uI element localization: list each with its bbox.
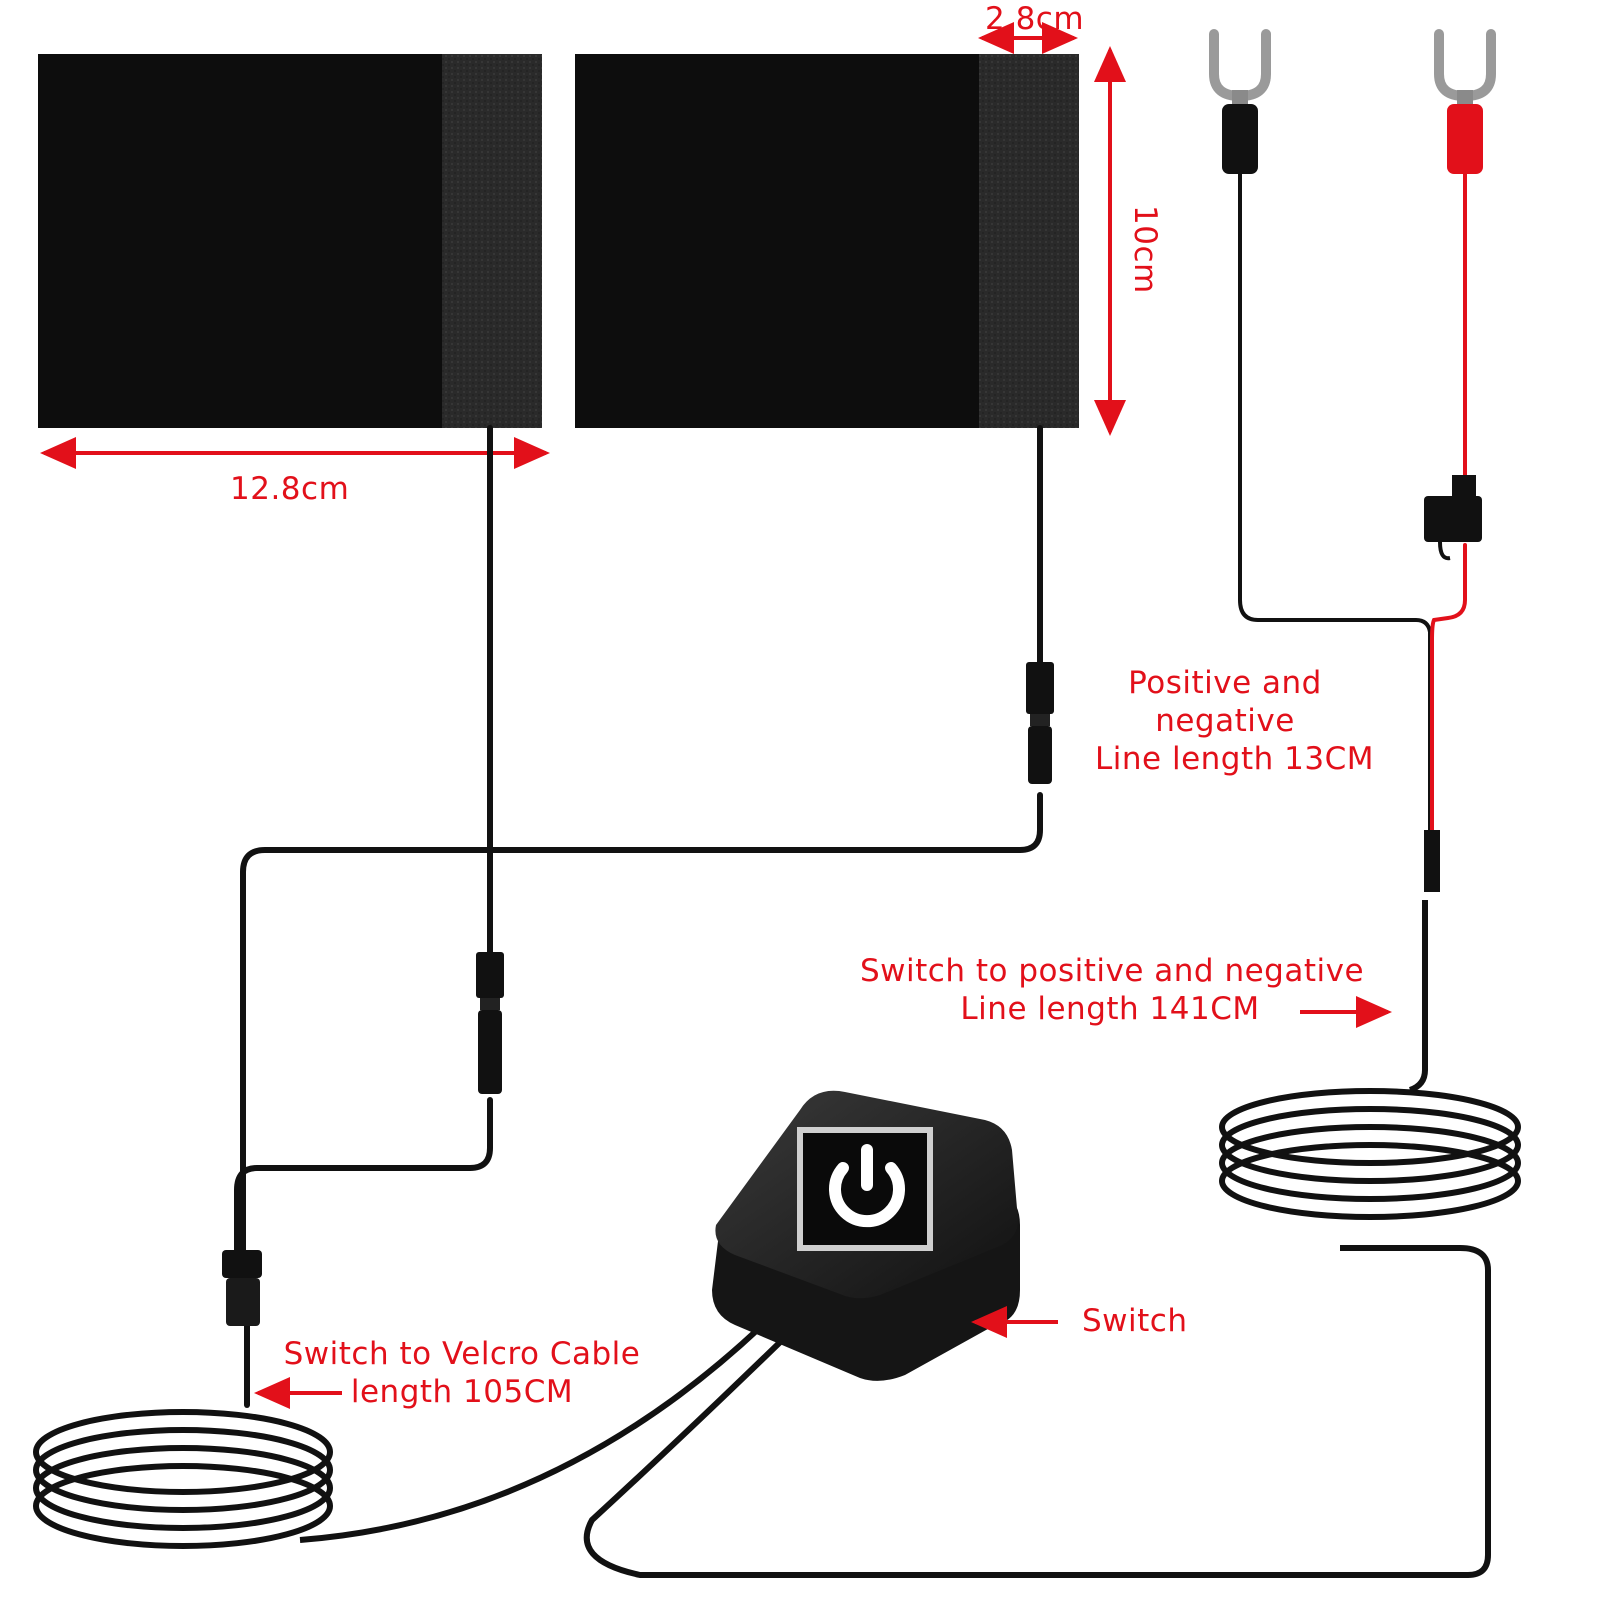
lead-junction-sleeve xyxy=(1424,830,1440,892)
cable-coil-left-to-switch xyxy=(299,1315,773,1543)
cable-switch-to-coil-right xyxy=(583,1245,1491,1578)
dimension-label-width: 12.8cm xyxy=(230,471,350,507)
heating-pad-right xyxy=(575,54,1079,428)
pad-cables xyxy=(234,425,1043,1408)
power-icon xyxy=(829,1144,905,1228)
velcro-strip-left xyxy=(442,54,542,428)
callout-positive-negative-short: Positive and negative Line length 13CM xyxy=(1095,665,1374,777)
cable-coil-right xyxy=(1219,1088,1521,1220)
callout-switch-to-power: Switch to positive and negative Line len… xyxy=(860,953,1365,1027)
inline-fuse-holder xyxy=(1424,475,1482,561)
y-splitter xyxy=(222,1250,262,1326)
cable-coil-right-to-splitter xyxy=(1408,900,1428,1093)
velcro-strip-right xyxy=(979,54,1079,428)
dimension-label-height: 10cm xyxy=(1127,205,1163,294)
dimension-label-strip: 2.8cm xyxy=(985,1,1085,37)
cable-coil-left xyxy=(33,1409,333,1549)
connector-pad-left xyxy=(476,952,504,1094)
heating-pad-left xyxy=(38,54,542,428)
power-leads xyxy=(1238,168,1467,842)
callout-switch: Switch xyxy=(1082,1303,1188,1339)
fork-terminal-positive xyxy=(1434,29,1496,174)
switch-unit[interactable] xyxy=(712,1090,1020,1381)
fork-terminal-negative xyxy=(1209,29,1271,174)
connector-pad-right xyxy=(1026,662,1054,784)
callout-switch-to-velcro: Switch to Velcro Cable length 105CM xyxy=(283,1336,641,1410)
